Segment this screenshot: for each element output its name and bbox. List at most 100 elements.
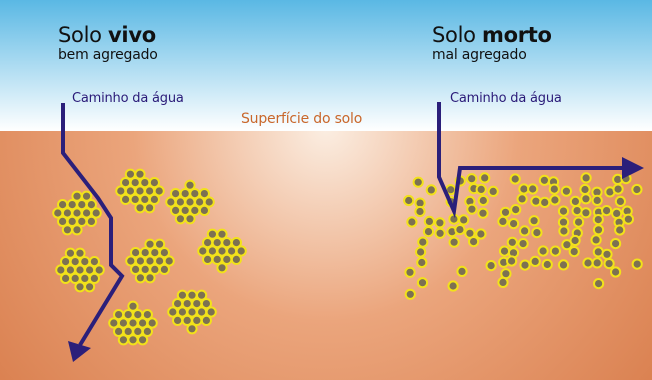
soil-particle bbox=[74, 247, 86, 259]
loose-soil-particle bbox=[507, 218, 520, 230]
soil-particle bbox=[186, 323, 198, 335]
loose-soil-particle bbox=[591, 257, 603, 269]
soil-particle bbox=[158, 247, 170, 259]
soil-particle bbox=[216, 228, 228, 240]
soil-particle bbox=[85, 199, 98, 211]
soil-particle bbox=[141, 309, 153, 321]
loose-soil-particle bbox=[497, 215, 509, 227]
loose-soil-particle bbox=[425, 184, 437, 196]
loose-soil-particle bbox=[610, 238, 622, 250]
loose-soil-particle bbox=[466, 203, 478, 215]
right-water-path-arrow-arrowhead bbox=[622, 157, 644, 179]
right-subtitle: mal agregado bbox=[432, 47, 527, 63]
loose-soil-particle bbox=[571, 205, 583, 217]
left-subtitle: bem agregado bbox=[58, 47, 158, 63]
soil-aggregate bbox=[167, 289, 217, 335]
loose-soil-particle bbox=[468, 236, 480, 248]
loose-soil-particle bbox=[448, 213, 460, 225]
loose-soil-particle bbox=[601, 248, 613, 260]
loose-soil-particle bbox=[448, 236, 460, 248]
soil-particle bbox=[198, 188, 210, 200]
soil-particle bbox=[134, 202, 146, 214]
loose-soil-particle bbox=[404, 288, 416, 300]
soil-particle bbox=[202, 253, 214, 265]
loose-soil-particle bbox=[580, 193, 592, 205]
loose-soil-particle bbox=[614, 224, 626, 236]
loose-soil-particle bbox=[590, 234, 602, 246]
loose-soil-particle bbox=[530, 195, 542, 207]
soil-particle bbox=[205, 306, 217, 318]
loose-soil-particle bbox=[417, 236, 429, 248]
right-water-path-arrow bbox=[437, 102, 624, 219]
loose-soil-particle bbox=[485, 260, 497, 272]
loose-soil-particle bbox=[582, 257, 594, 269]
loose-soil-particle bbox=[591, 194, 603, 206]
loose-soil-particle bbox=[580, 207, 592, 219]
soil-particle bbox=[85, 215, 98, 227]
loose-soil-particle bbox=[560, 185, 573, 197]
soil-particle bbox=[184, 179, 196, 191]
soil-particle bbox=[146, 317, 158, 329]
soil-particle bbox=[203, 196, 215, 208]
loose-soil-particle bbox=[603, 258, 615, 270]
loose-soil-particle bbox=[415, 246, 427, 258]
soil-particle bbox=[81, 190, 93, 202]
right-title-prefix: Solo bbox=[432, 23, 483, 47]
loose-soil-particle bbox=[510, 204, 522, 216]
soil-particle bbox=[153, 185, 165, 197]
soil-aggregate bbox=[125, 238, 175, 284]
soil-particle bbox=[84, 281, 96, 293]
loose-soil-particle bbox=[479, 172, 491, 184]
soil-particle bbox=[137, 334, 149, 346]
sky-background bbox=[0, 0, 652, 131]
loose-soil-particle bbox=[557, 205, 570, 217]
soil-aggregate bbox=[108, 300, 158, 346]
loose-soil-particle bbox=[466, 173, 478, 185]
loose-soil-particle bbox=[529, 255, 541, 267]
water-paths bbox=[61, 102, 644, 362]
loose-soil-particle bbox=[539, 196, 551, 208]
soil-particle bbox=[216, 262, 228, 274]
soil-particle bbox=[198, 204, 210, 216]
left-title-bold: vivo bbox=[108, 23, 156, 47]
loose-soil-particle bbox=[580, 172, 592, 184]
loose-soil-particle bbox=[447, 280, 459, 292]
loose-soil-particle bbox=[519, 225, 531, 237]
loose-soil-particle bbox=[454, 224, 466, 236]
loose-soil-particle bbox=[506, 255, 518, 267]
loose-soil-particle bbox=[423, 215, 435, 227]
soil-particle bbox=[60, 272, 72, 284]
loose-soil-particle bbox=[416, 277, 429, 289]
loose-soil-particle bbox=[610, 266, 622, 278]
soil-particle bbox=[196, 289, 208, 301]
soil-particle bbox=[120, 193, 132, 205]
loose-soil-particle bbox=[614, 195, 627, 207]
soil-particle bbox=[117, 334, 130, 346]
loose-soil-particle bbox=[403, 194, 415, 207]
right-title: Solo morto bbox=[432, 25, 552, 46]
soil-particles bbox=[52, 168, 643, 346]
loose-soil-particle bbox=[412, 176, 424, 188]
loose-soil-particle bbox=[549, 194, 561, 206]
loose-soil-particle bbox=[579, 183, 591, 196]
soil-particle bbox=[148, 193, 160, 205]
loose-soil-particle bbox=[528, 215, 540, 227]
loose-soil-particle bbox=[592, 224, 605, 236]
loose-soil-particle bbox=[509, 173, 521, 185]
loose-soil-particle bbox=[601, 205, 613, 217]
loose-soil-particle bbox=[406, 216, 418, 228]
loose-soil-particle bbox=[499, 206, 512, 218]
soil-particle bbox=[230, 237, 242, 249]
loose-soil-particle bbox=[538, 174, 551, 186]
soil-aggregate bbox=[197, 228, 247, 274]
soil-particle bbox=[172, 314, 184, 326]
loose-soil-particle bbox=[519, 259, 531, 271]
loose-soil-particle bbox=[475, 228, 487, 240]
loose-soil-particle bbox=[611, 207, 623, 219]
soil-particle bbox=[144, 272, 156, 284]
left-title-prefix: Solo bbox=[58, 23, 109, 47]
soil-particle bbox=[61, 224, 74, 236]
soil-aggregate bbox=[115, 168, 165, 214]
soil-particle bbox=[74, 281, 86, 293]
